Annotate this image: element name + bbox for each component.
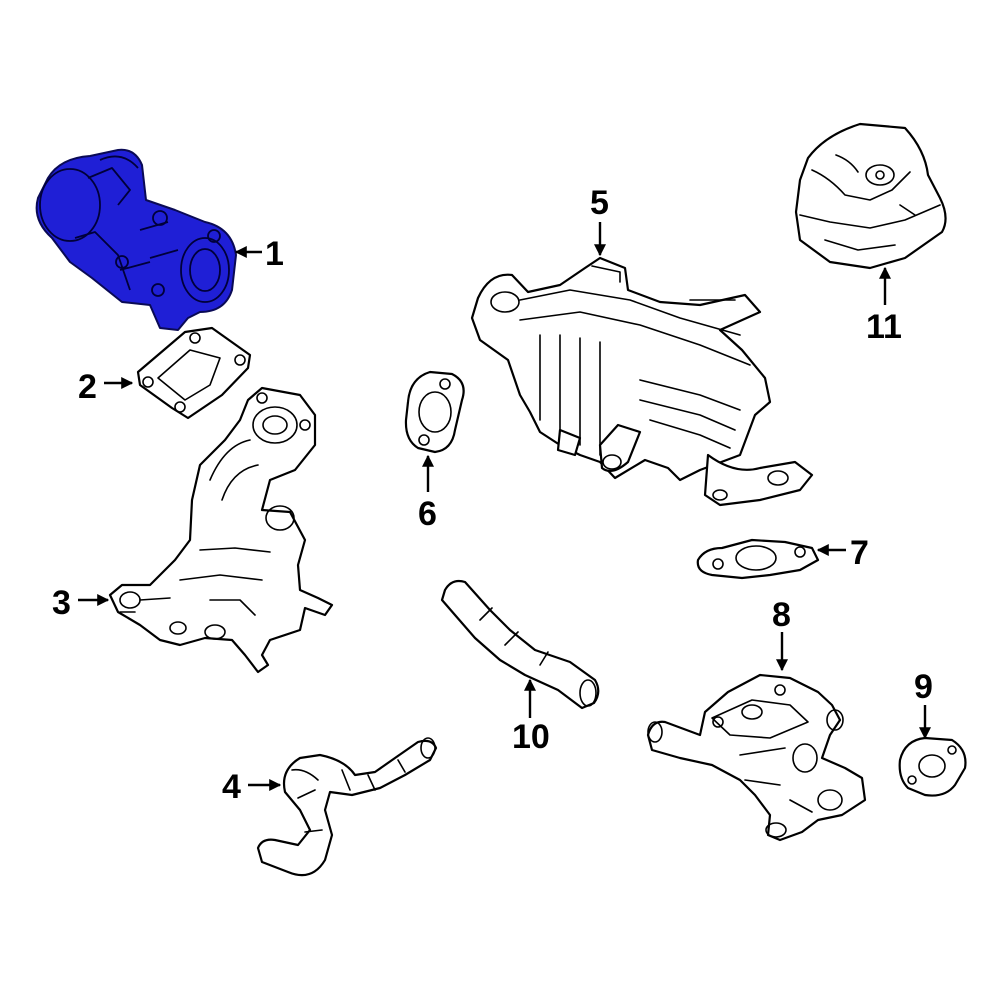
part-3-egr-pipe[interactable] xyxy=(108,386,334,674)
part-6-gasket[interactable] xyxy=(404,370,465,454)
callout-3[interactable]: 3 xyxy=(52,584,71,622)
callout-7[interactable]: 7 xyxy=(850,534,869,572)
callout-10[interactable]: 10 xyxy=(512,718,550,756)
callout-11[interactable]: 11 xyxy=(866,308,902,346)
part-8-housing[interactable] xyxy=(646,673,867,842)
callout-8[interactable]: 8 xyxy=(772,596,791,634)
callout-6[interactable]: 6 xyxy=(418,495,437,533)
part-11-heat-shield[interactable] xyxy=(794,122,947,270)
part-2-gasket[interactable] xyxy=(136,326,252,420)
part-10-hose[interactable] xyxy=(440,579,600,710)
callout-5[interactable]: 5 xyxy=(590,184,609,222)
part-9-gasket[interactable] xyxy=(898,736,967,797)
part-1-egr-valve[interactable] xyxy=(35,148,237,331)
part-4-hose[interactable] xyxy=(256,737,438,877)
callout-1[interactable]: 1 xyxy=(265,235,284,273)
part-5-egr-cooler[interactable] xyxy=(470,256,814,507)
callout-4[interactable]: 4 xyxy=(222,768,241,806)
callout-9[interactable]: 9 xyxy=(914,668,933,706)
part-7-gasket[interactable] xyxy=(696,538,820,580)
callout-2[interactable]: 2 xyxy=(78,368,97,406)
